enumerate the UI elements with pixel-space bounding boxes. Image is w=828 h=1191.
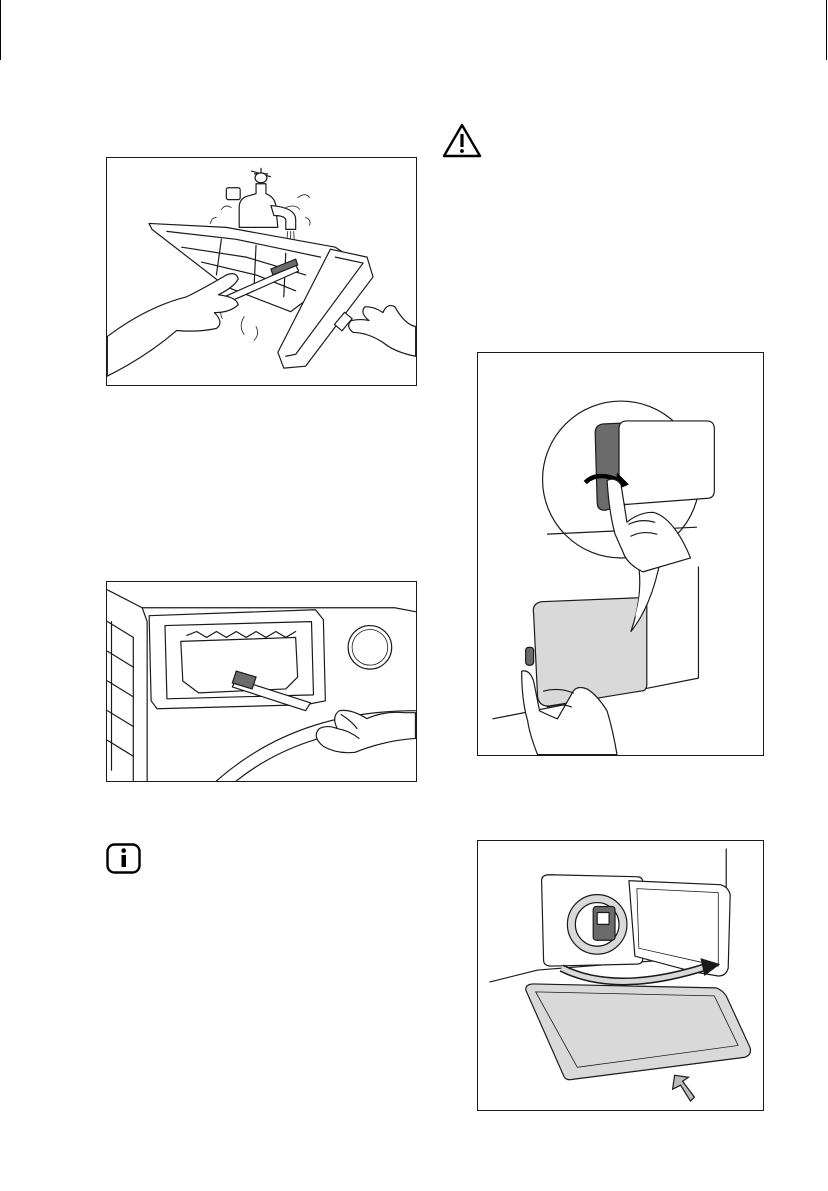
warning-triangle-icon	[441, 122, 483, 159]
dispenser-recess-cleaning-illustration	[106, 581, 417, 782]
info-icon	[106, 843, 141, 874]
crop-mark-left	[0, 0, 1, 60]
dispenser-drawer-rinse-illustration	[106, 157, 417, 386]
flap-opening-drawing	[478, 353, 763, 755]
crop-mark-right	[826, 0, 827, 60]
filter-flap-drawing	[478, 841, 763, 1110]
tap-drawer-drawing	[107, 158, 416, 385]
filter-flap-removal-illustration	[477, 840, 764, 1111]
filter-flap-opening-illustration	[477, 352, 764, 756]
recess-brush-drawing	[107, 582, 416, 781]
